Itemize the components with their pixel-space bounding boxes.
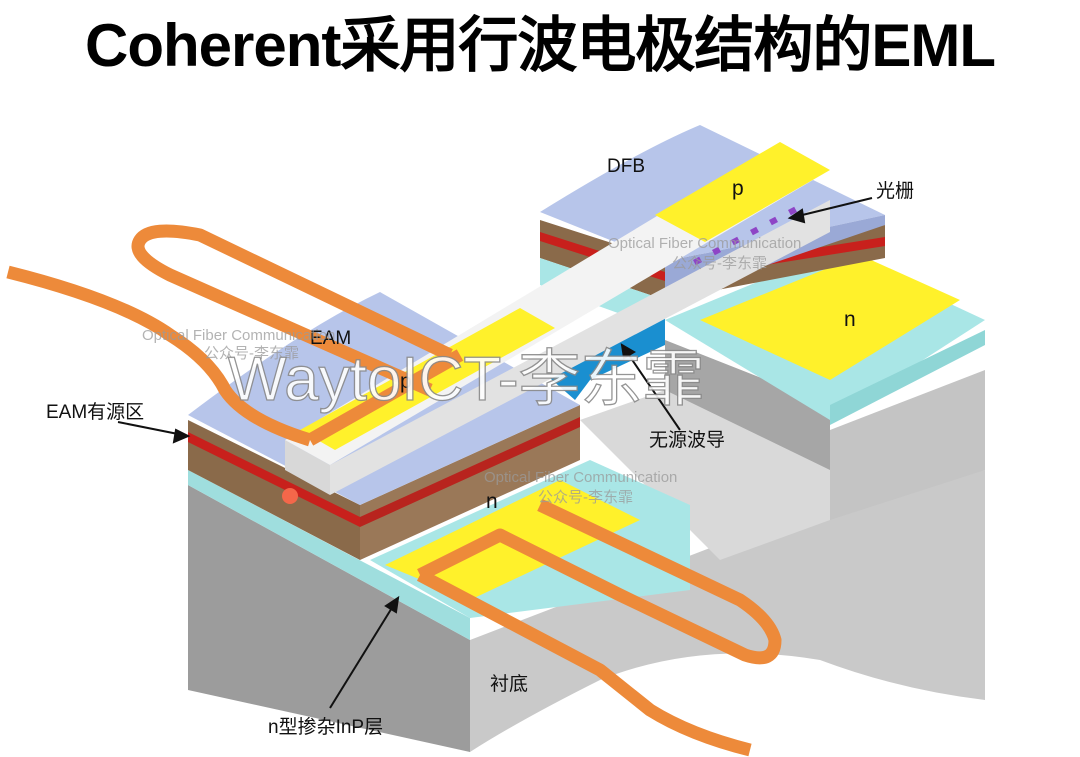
arrow-n-inp — [329, 597, 399, 709]
label-eam: EAM — [310, 328, 351, 349]
electrode-upper-loop — [131, 224, 464, 446]
right-block-side — [830, 370, 985, 520]
electrode-upper-left — [6, 265, 312, 447]
right-block — [665, 250, 985, 520]
electrode-lower-tail — [416, 569, 752, 757]
watermark-small-2-line2: 公众号-李东霏 — [204, 345, 299, 362]
label-n-front: n — [486, 490, 498, 513]
trench-floor — [580, 390, 830, 560]
label-dfb: DFB — [607, 156, 645, 177]
label-substrate: 衬底 — [490, 673, 528, 695]
label-passive-waveguide: 无源波导 — [649, 429, 725, 451]
right-block-cyan-edge — [830, 330, 985, 425]
n-contact-right — [700, 255, 960, 380]
eam-active-glow — [282, 488, 298, 504]
arrow-passive-wg — [621, 344, 681, 431]
eam-red-layer-side — [360, 417, 580, 527]
ridge-side-face — [330, 200, 830, 495]
traveling-wave-electrodes — [6, 224, 782, 757]
label-p-eam: p — [400, 370, 412, 393]
label-p-dfb: p — [732, 177, 744, 200]
watermark-small-1-line1: Optical Fiber Communication — [608, 235, 801, 252]
watermark-small-3-line2: 公众号-李东霏 — [538, 489, 633, 506]
eam-red-layer-front — [188, 432, 360, 527]
label-grating: 光栅 — [876, 180, 914, 202]
annotation-arrows — [117, 197, 873, 709]
grating-marks — [693, 206, 797, 266]
substrate-front-face — [188, 485, 470, 752]
watermarks: Optical Fiber Communication 公众号-李东霏 Opti… — [142, 235, 801, 506]
page-title: Coherent采用行波电极结构的EML — [85, 12, 996, 79]
substrate-block — [188, 470, 985, 752]
watermark-small-2-line1: Optical Fiber Communication — [142, 327, 335, 344]
label-n-inp-layer: n型掺杂InP层 — [268, 716, 383, 738]
ridge-front-face — [285, 440, 330, 495]
watermark-small-1-line2: 公众号-李东霏 — [672, 255, 767, 272]
watermark-main: WaytoICT-李东霏 — [228, 345, 705, 414]
label-n-right: n — [844, 308, 856, 331]
electrode-lower-loop — [417, 499, 782, 665]
watermark-small-3-line1: Optical Fiber Communication — [484, 469, 677, 486]
substrate-right-face — [470, 470, 985, 752]
cyan-layer-front — [188, 470, 470, 640]
p-contact-dfb — [655, 142, 830, 242]
label-eam-active: EAM有源区 — [46, 401, 144, 423]
